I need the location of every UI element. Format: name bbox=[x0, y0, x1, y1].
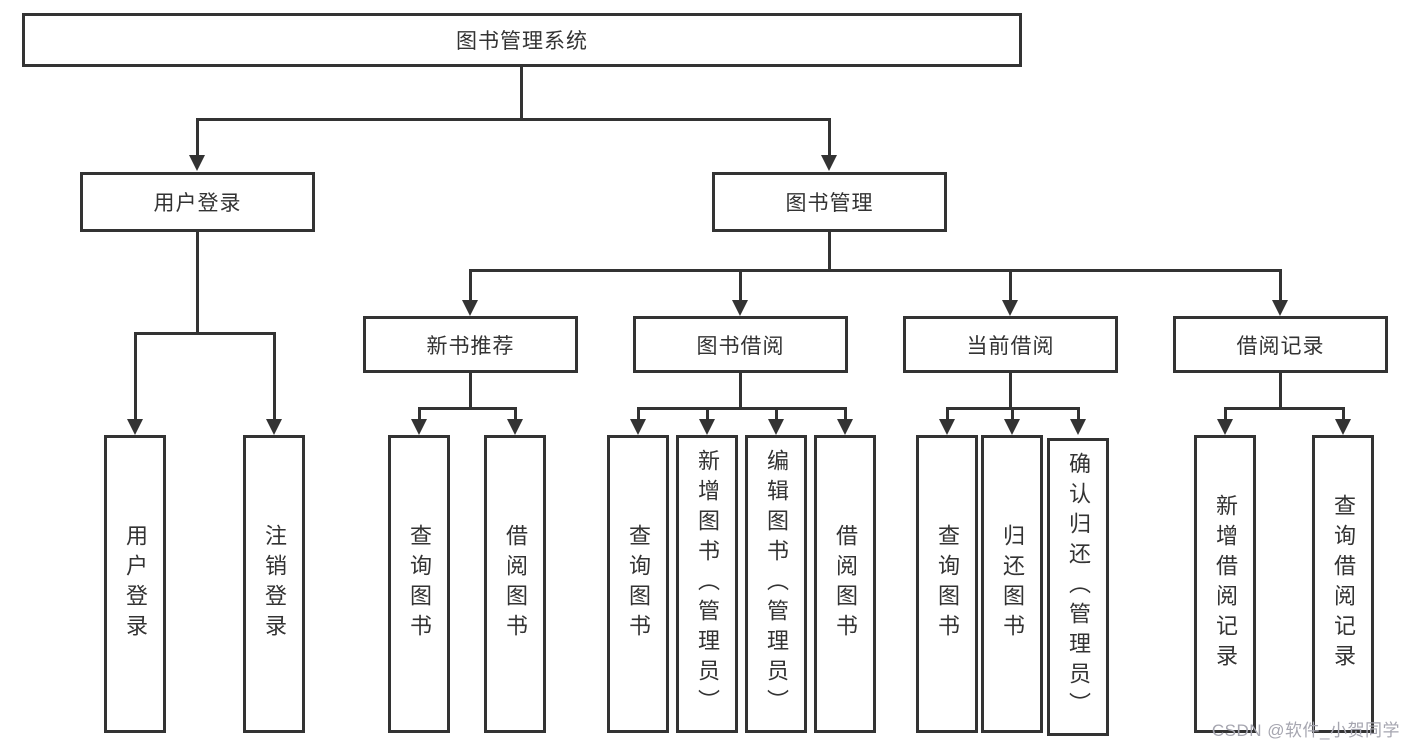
leaf-br-add-record-label: 新增借阅记录 bbox=[1213, 494, 1238, 674]
node-book-management: 图书管理 bbox=[712, 172, 947, 232]
arrowhead-bb-edit bbox=[768, 419, 784, 435]
connector-current-borrow-trunk bbox=[1009, 372, 1012, 410]
node-book-borrow-label: 图书借阅 bbox=[696, 334, 785, 358]
node-borrow-record-label: 借阅记录 bbox=[1236, 334, 1325, 358]
arrowhead-current-borrow bbox=[1002, 300, 1018, 316]
leaf-bb-edit-books-admin-label: 编辑图书（管理员） bbox=[764, 449, 789, 719]
connector-drop-cb-confirm bbox=[1077, 407, 1080, 420]
connector-drop-leaf-logout bbox=[273, 332, 276, 419]
connector-drop-bb-add bbox=[706, 407, 709, 420]
arrowhead-cb-query bbox=[939, 419, 955, 435]
connector-book-management-trunk bbox=[828, 231, 831, 272]
node-new-book-recommend-label: 新书推荐 bbox=[426, 334, 515, 358]
connector-book-borrow-trunk bbox=[739, 372, 742, 410]
connector-drop-nb-query bbox=[418, 407, 421, 420]
connector-drop-cb-return bbox=[1011, 407, 1014, 420]
node-current-borrow-label: 当前借阅 bbox=[966, 334, 1055, 358]
leaf-cb-confirm-return-admin-label: 确认归还（管理员） bbox=[1066, 452, 1091, 722]
leaf-cb-confirm-return-admin: 确认归还（管理员） bbox=[1047, 438, 1109, 736]
leaf-br-query-record: 查询借阅记录 bbox=[1312, 435, 1374, 733]
node-borrow-record: 借阅记录 bbox=[1173, 316, 1388, 373]
node-root: 图书管理系统 bbox=[22, 13, 1022, 67]
leaf-bb-add-books-admin-label: 新增图书（管理员） bbox=[695, 449, 720, 719]
csdn-watermark: CSDN @软件_小贺同学 bbox=[1211, 721, 1400, 740]
leaf-cb-query-books: 查询图书 bbox=[916, 435, 978, 733]
connector-root-trunk bbox=[520, 67, 523, 120]
connector-user-login-crossbar bbox=[134, 332, 276, 335]
leaf-nb-query-books: 查询图书 bbox=[388, 435, 450, 733]
connector-drop-current-borrow bbox=[1009, 269, 1012, 301]
leaf-cb-query-books-label: 查询图书 bbox=[935, 524, 960, 644]
arrowhead-book-borrow bbox=[732, 300, 748, 316]
arrowhead-br-add bbox=[1217, 419, 1233, 435]
connector-drop-bb-borrow bbox=[844, 407, 847, 420]
arrowhead-borrow-record bbox=[1272, 300, 1288, 316]
connector-drop-cb-query bbox=[946, 407, 949, 420]
node-user-login-label: 用户登录 bbox=[153, 192, 242, 215]
connector-drop-bb-query bbox=[637, 407, 640, 420]
node-current-borrow: 当前借阅 bbox=[903, 316, 1118, 373]
connector-drop-br-add bbox=[1224, 407, 1227, 420]
connector-root-crossbar bbox=[196, 118, 831, 121]
node-new-book-recommend: 新书推荐 bbox=[363, 316, 578, 373]
leaf-bb-borrow-books-label: 借阅图书 bbox=[833, 524, 858, 644]
connector-book-management-crossbar bbox=[469, 269, 1282, 272]
arrowhead-cb-return bbox=[1004, 419, 1020, 435]
connector-new-book-trunk bbox=[469, 372, 472, 410]
leaf-bb-borrow-books: 借阅图书 bbox=[814, 435, 876, 733]
leaf-bb-add-books-admin: 新增图书（管理员） bbox=[676, 435, 738, 733]
arrowhead-new-book bbox=[462, 300, 478, 316]
arrowhead-bb-query bbox=[630, 419, 646, 435]
connector-drop-borrow-record bbox=[1279, 269, 1282, 301]
leaf-br-query-record-label: 查询借阅记录 bbox=[1331, 494, 1356, 674]
arrowhead-leaf-logout bbox=[266, 419, 282, 435]
connector-book-borrow-crossbar bbox=[637, 407, 847, 410]
arrowhead-cb-confirm bbox=[1070, 419, 1086, 435]
leaf-bb-query-books: 查询图书 bbox=[607, 435, 669, 733]
arrowhead-leaf-login bbox=[127, 419, 143, 435]
connector-borrow-record-trunk bbox=[1279, 372, 1282, 410]
connector-drop-new-book bbox=[469, 269, 472, 301]
leaf-user-login: 用户登录 bbox=[104, 435, 166, 733]
node-user-login: 用户登录 bbox=[80, 172, 315, 232]
connector-user-login-trunk bbox=[196, 231, 199, 335]
connector-drop-book-borrow bbox=[739, 269, 742, 301]
connector-drop-leaf-login bbox=[134, 332, 137, 419]
arrowhead-bb-add bbox=[699, 419, 715, 435]
connector-drop-user-login bbox=[196, 118, 199, 156]
leaf-bb-edit-books-admin: 编辑图书（管理员） bbox=[745, 435, 807, 733]
arrowhead-nb-query bbox=[411, 419, 427, 435]
node-root-label: 图书管理系统 bbox=[456, 30, 588, 53]
arrowhead-bb-borrow bbox=[837, 419, 853, 435]
leaf-cb-return-books: 归还图书 bbox=[981, 435, 1043, 733]
leaf-logout: 注销登录 bbox=[243, 435, 305, 733]
leaf-user-login-label: 用户登录 bbox=[123, 524, 148, 644]
leaf-nb-borrow-books-label: 借阅图书 bbox=[503, 524, 528, 644]
connector-drop-nb-borrow bbox=[514, 407, 517, 420]
leaf-logout-label: 注销登录 bbox=[262, 524, 287, 644]
leaf-nb-borrow-books: 借阅图书 bbox=[484, 435, 546, 733]
connector-borrow-record-crossbar bbox=[1224, 407, 1345, 410]
arrowhead-nb-borrow bbox=[507, 419, 523, 435]
leaf-br-add-record: 新增借阅记录 bbox=[1194, 435, 1256, 733]
arrowhead-br-query bbox=[1335, 419, 1351, 435]
arrowhead-book-management bbox=[821, 155, 837, 171]
leaf-bb-query-books-label: 查询图书 bbox=[626, 524, 651, 644]
node-book-management-label: 图书管理 bbox=[785, 192, 874, 215]
node-book-borrow: 图书借阅 bbox=[633, 316, 848, 373]
connector-drop-br-query bbox=[1342, 407, 1345, 420]
connector-drop-bb-edit bbox=[775, 407, 778, 420]
leaf-cb-return-books-label: 归还图书 bbox=[1000, 524, 1025, 644]
connector-drop-book-management bbox=[828, 118, 831, 156]
connector-new-book-crossbar bbox=[418, 407, 517, 410]
leaf-nb-query-books-label: 查询图书 bbox=[407, 524, 432, 644]
arrowhead-user-login bbox=[189, 155, 205, 171]
